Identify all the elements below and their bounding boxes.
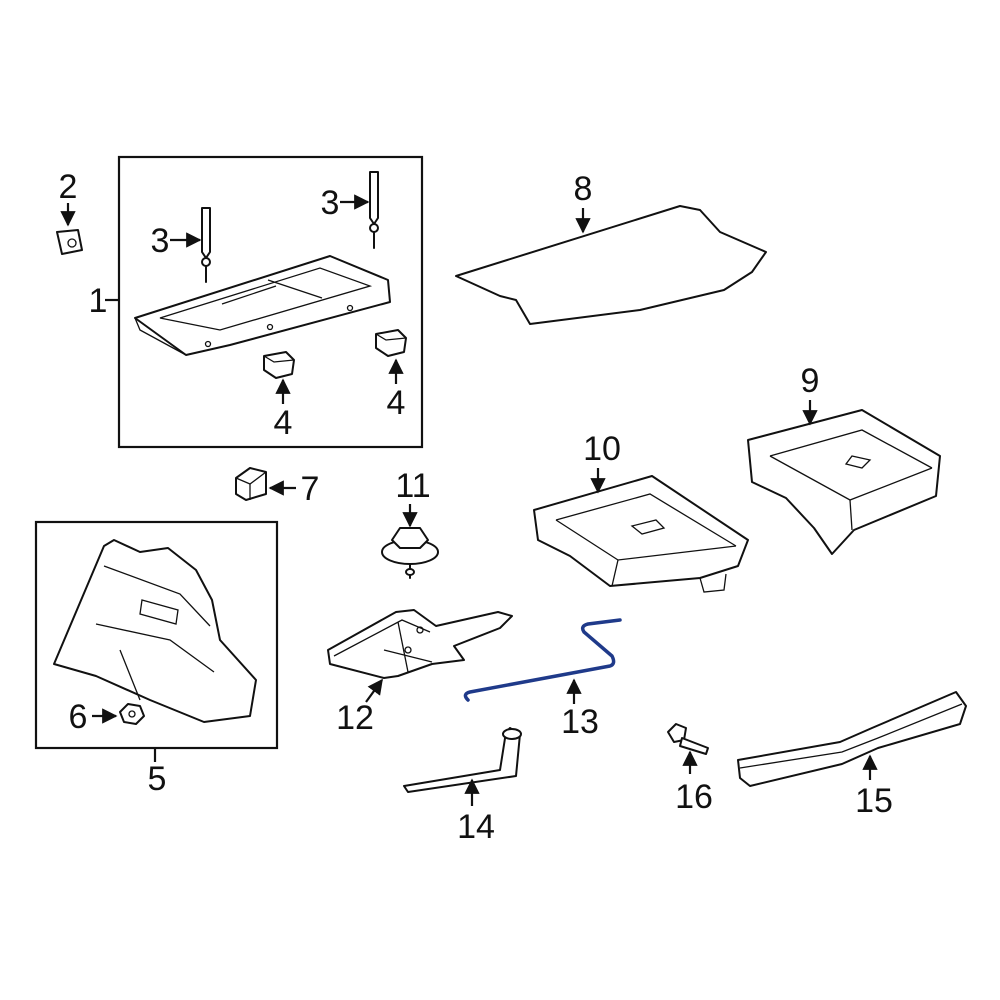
part-5-quarter-trim[interactable] — [53, 539, 257, 723]
part-2-clip[interactable] — [56, 229, 83, 255]
callout-4-left: 4 — [274, 404, 293, 442]
callout-8: 8 — [574, 170, 593, 208]
callout-16: 16 — [675, 778, 713, 816]
callout-12: 12 — [336, 699, 374, 737]
part-13-jack-handle[interactable] — [463, 618, 622, 702]
callout-9: 9 — [801, 362, 820, 400]
part-6-clip[interactable] — [119, 703, 145, 725]
part-10-tray[interactable] — [533, 475, 749, 593]
part-3-clip-left[interactable] — [201, 207, 211, 283]
group-box-5 — [34, 520, 279, 750]
callout-7: 7 — [301, 470, 320, 508]
callout-5: 5 — [148, 760, 167, 798]
callout-2: 2 — [59, 168, 78, 206]
callout-15: 15 — [855, 782, 893, 820]
part-14-lug-wrench[interactable] — [403, 727, 522, 793]
part-8-luggage-cover[interactable] — [455, 205, 767, 325]
part-7-clip[interactable] — [235, 467, 267, 501]
callout-14: 14 — [457, 808, 495, 846]
part-4-cap-right[interactable] — [375, 329, 407, 357]
part-11-hold-down-bolt[interactable] — [381, 527, 439, 579]
callout-3-left: 3 — [151, 222, 170, 260]
callout-11: 11 — [395, 467, 430, 505]
callout-13: 13 — [561, 703, 599, 741]
part-16-bolt[interactable] — [667, 723, 709, 755]
part-9-storage-box[interactable] — [747, 409, 941, 555]
callouts: 2 1 3 3 4 4 5 6 7 8 9 10 11 12 13 14 16 … — [59, 168, 893, 846]
part-3-clip-right[interactable] — [369, 171, 379, 249]
callout-3-right: 3 — [321, 184, 340, 222]
part-15-scuff-plate[interactable] — [737, 691, 967, 787]
callout-10: 10 — [583, 430, 621, 468]
callout-4-right: 4 — [387, 384, 406, 422]
part-4-cap-left[interactable] — [263, 351, 295, 379]
callout-6: 6 — [69, 698, 88, 736]
leader-lines — [60, 194, 878, 806]
group-box-1 — [117, 155, 424, 449]
callout-1: 1 — [89, 282, 108, 320]
part-1-package-tray[interactable] — [134, 255, 391, 356]
part-12-jack[interactable] — [327, 609, 513, 679]
